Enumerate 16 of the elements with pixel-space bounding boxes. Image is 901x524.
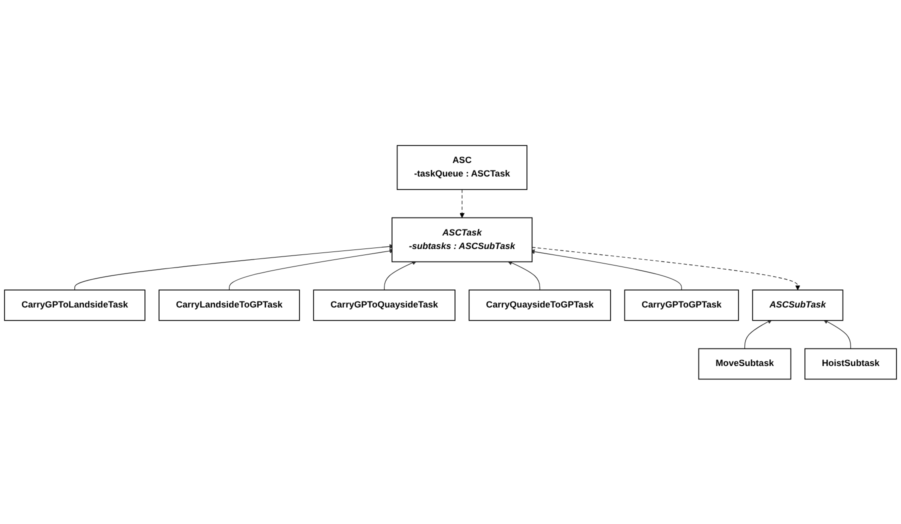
node-box: CarryLandsideToGPTask: [158, 289, 300, 321]
node-box: MoveSubtask: [698, 348, 792, 380]
node-box: ASC -taskQueue : ASCTask: [396, 144, 528, 190]
arrow: [744, 318, 772, 349]
node-box: CarryGPToQuaysideTask: [313, 289, 456, 321]
arrow: [460, 188, 465, 218]
arrow: [532, 246, 800, 290]
node-box: CarryQuaysideToGPTask: [468, 289, 611, 321]
arrow: [507, 260, 540, 290]
node-box: CarryGPToLandsideTask: [4, 289, 146, 321]
node-box: ASCSubTask: [752, 289, 844, 321]
arrow: [823, 318, 851, 349]
arrow: [384, 260, 417, 290]
node-box: CarryGPToGPTask: [624, 289, 739, 321]
node-box: ASCTask -subtasks : ASCSubTask: [392, 217, 533, 262]
node-box: HoistSubtask: [804, 348, 897, 380]
